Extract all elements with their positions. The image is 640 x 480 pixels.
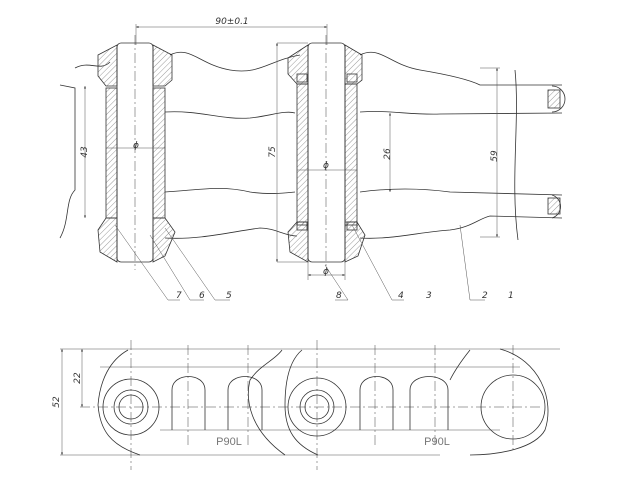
diameter-symbol: ϕ	[323, 161, 329, 171]
part-label-8: 8	[336, 291, 342, 301]
part-label-5: 5	[226, 291, 232, 301]
part-label-2: 2	[482, 291, 488, 301]
diameter-symbol: ϕ	[323, 267, 329, 277]
link-mark: P90L	[424, 436, 450, 448]
part-label-3: 3	[426, 291, 432, 301]
dim-59: 59	[490, 150, 500, 162]
top-view: 90±0.1 43 75 26 59 ϕ ϕ ϕ	[59, 17, 566, 301]
outer-links	[59, 51, 566, 241]
part-label-7: 7	[176, 291, 182, 301]
dim-43: 43	[80, 146, 90, 158]
left-joint	[97, 35, 176, 270]
right-joint	[287, 35, 366, 270]
side-view: 52 22 P90L P90L	[52, 340, 560, 470]
pin-right	[307, 42, 346, 263]
dim-75: 75	[268, 146, 278, 158]
part-labels: 7 6 5 8 4 3 2 1	[114, 224, 514, 301]
dim-52: 52	[52, 396, 62, 408]
part-label-6: 6	[199, 291, 205, 301]
dim-22: 22	[73, 372, 83, 384]
dim-26: 26	[383, 148, 393, 160]
link-mark: P90L	[216, 436, 242, 448]
part-label-4: 4	[398, 291, 404, 301]
pitch-dimension: 90±0.1	[215, 17, 248, 27]
dimensions: 90±0.1 43 75 26 59 ϕ ϕ ϕ	[80, 17, 500, 280]
diameter-symbol: ϕ	[133, 141, 139, 151]
part-label-1: 1	[508, 291, 514, 301]
